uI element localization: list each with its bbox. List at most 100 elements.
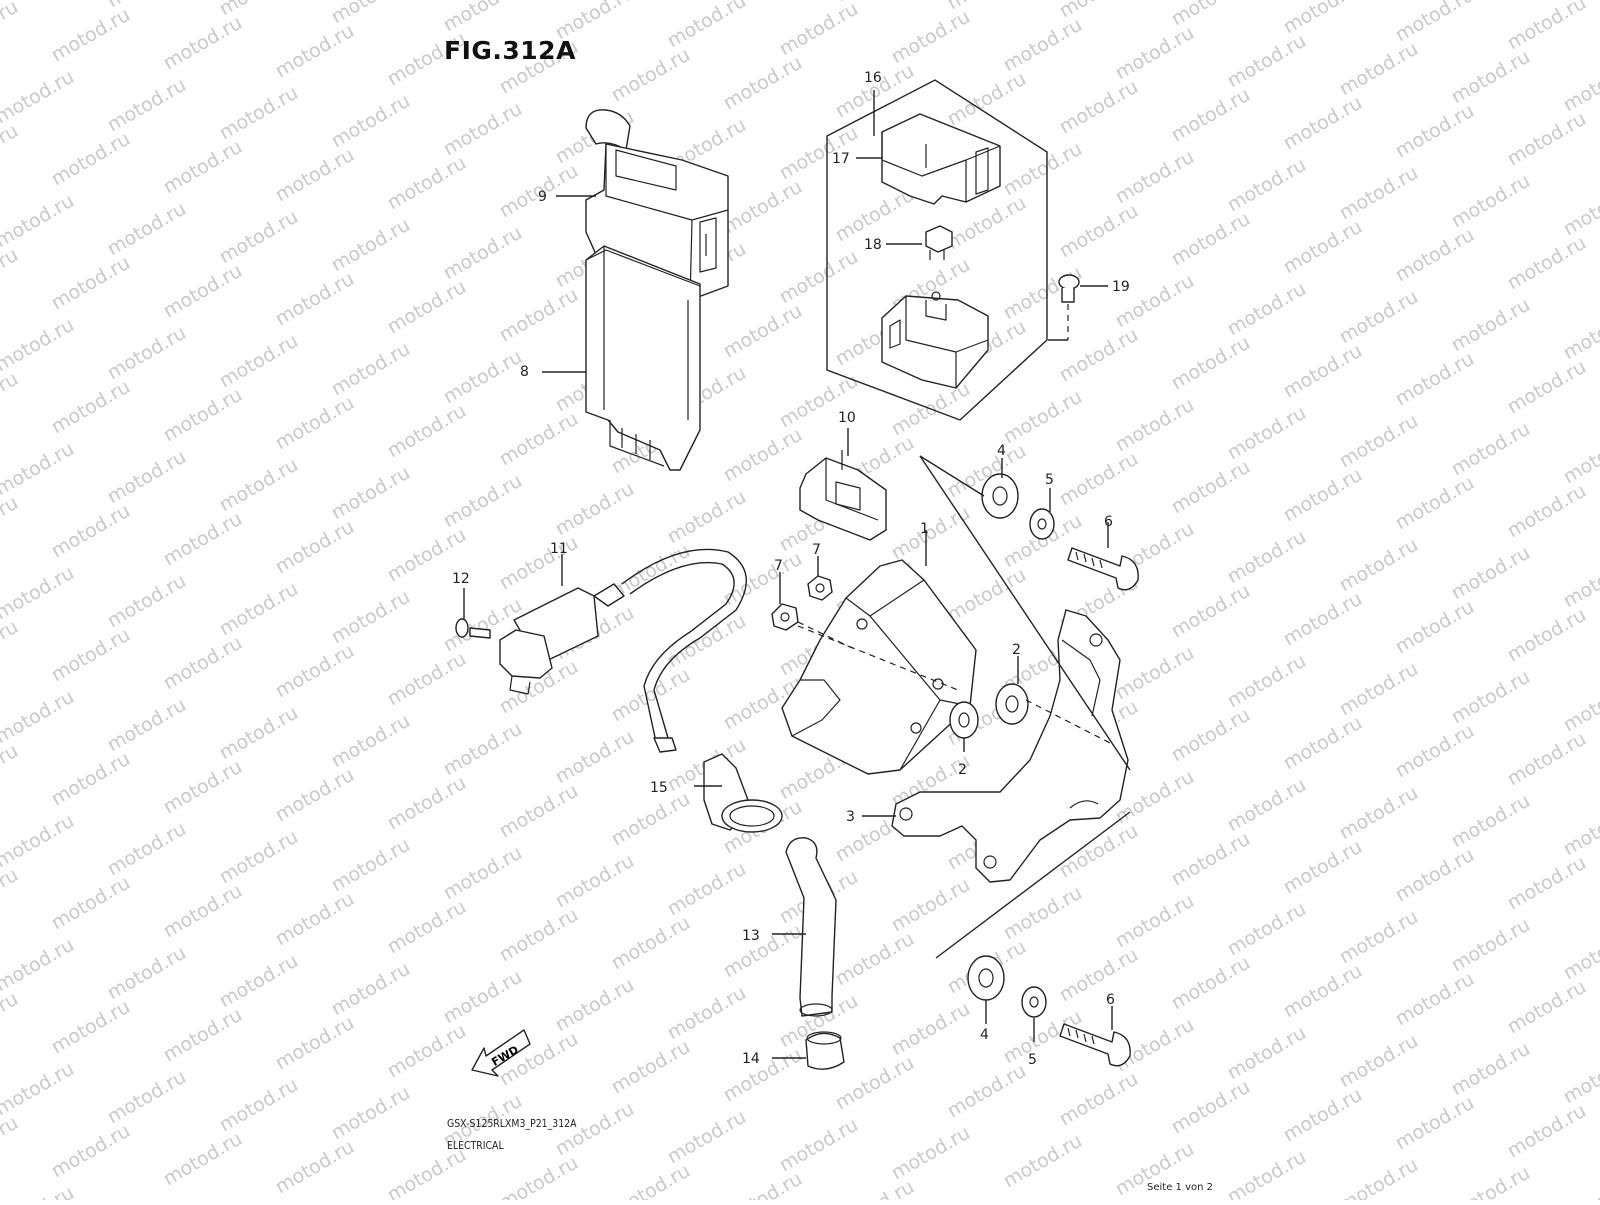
watermark-text: motod.ru bbox=[272, 764, 358, 827]
watermark-text: motod.ru bbox=[1504, 604, 1590, 667]
watermark-text: motod.ru bbox=[272, 392, 358, 455]
watermark-text: motod.ru bbox=[0, 368, 22, 431]
watermark-text: motod.ru bbox=[1392, 100, 1478, 163]
watermark-text: motod.ru bbox=[944, 68, 1030, 131]
watermark-text: motod.ru bbox=[328, 710, 414, 773]
watermark-text: motod.ru bbox=[0, 740, 22, 803]
watermark-text: motod.ru bbox=[0, 244, 22, 307]
watermark-text: motod.ru bbox=[0, 492, 22, 555]
watermark-text: motod.ru bbox=[160, 1004, 246, 1067]
watermark-text: motod.ru bbox=[1224, 898, 1310, 961]
watermark-text: motod.ru bbox=[496, 408, 582, 471]
watermark-text: motod.ru bbox=[664, 982, 750, 1045]
watermark-text: motod.ru bbox=[1336, 1154, 1422, 1200]
watermark-text: motod.ru bbox=[944, 1060, 1030, 1123]
watermark-text: motod.ru bbox=[1112, 22, 1198, 85]
watermark-text: motod.ru bbox=[1448, 170, 1534, 233]
watermark-text: motod.ru bbox=[1560, 54, 1600, 117]
watermark-text: motod.ru bbox=[1336, 534, 1422, 597]
watermark-text: motod.ru bbox=[384, 1144, 470, 1200]
watermark-text: motod.ru bbox=[552, 974, 638, 1037]
watermark-text: motod.ru bbox=[0, 1182, 78, 1200]
watermark-text: motod.ru bbox=[1112, 642, 1198, 705]
watermark-text: motod.ru bbox=[720, 52, 806, 115]
watermark-text: motod.ru bbox=[776, 1114, 862, 1177]
watermark-text: motod.ru bbox=[0, 1112, 22, 1175]
part-18-fuse bbox=[926, 226, 952, 260]
callout-6-lower: 6 bbox=[1106, 992, 1115, 1008]
watermark-text: motod.ru bbox=[1112, 890, 1198, 953]
watermark-text: motod.ru bbox=[1560, 550, 1600, 613]
watermark-text: motod.ru bbox=[832, 928, 918, 991]
watermark-text: motod.ru bbox=[48, 376, 134, 439]
watermark-text: motod.ru bbox=[160, 756, 246, 819]
watermark-text: motod.ru bbox=[1112, 394, 1198, 457]
watermark-text: motod.ru bbox=[720, 300, 806, 363]
watermark-text: motod.ru bbox=[1560, 302, 1600, 365]
callout-17: 17 bbox=[832, 151, 850, 167]
watermark-text: motod.ru bbox=[104, 446, 190, 509]
watermark-text: motod.ru bbox=[440, 966, 526, 1029]
watermark-text: motod.ru bbox=[496, 780, 582, 843]
watermark-text: motod.ru bbox=[1504, 356, 1590, 419]
watermark-text: motod.ru bbox=[1000, 1130, 1086, 1193]
page-indicator: Seite 1 von 2 bbox=[1147, 1182, 1213, 1193]
watermark-text: motod.ru bbox=[272, 268, 358, 331]
watermark-text: motod.ru bbox=[1056, 944, 1142, 1007]
watermark-text: motod.ru bbox=[1392, 0, 1478, 46]
watermark-text: motod.ru bbox=[1224, 154, 1310, 217]
watermark-text: motod.ru bbox=[608, 1036, 694, 1099]
watermark-text: motod.ru bbox=[1448, 294, 1534, 357]
watermark-text: motod.ru bbox=[0, 686, 78, 749]
watermark-text: motod.ru bbox=[664, 0, 750, 52]
watermark-text: motod.ru bbox=[720, 548, 806, 611]
watermark-text: motod.ru bbox=[440, 98, 526, 161]
watermark-text: motod.ru bbox=[1280, 1084, 1366, 1147]
watermark-text: motod.ru bbox=[272, 888, 358, 951]
callout-5-upper: 5 bbox=[1045, 472, 1054, 488]
watermark-text: motod.ru bbox=[160, 1128, 246, 1191]
watermark-text: motod.ru bbox=[1392, 224, 1478, 287]
watermark-text: motod.ru bbox=[1336, 906, 1422, 969]
watermark-text: motod.ru bbox=[1560, 1046, 1600, 1109]
watermark-text: motod.ru bbox=[328, 958, 414, 1021]
watermark-text: motod.ru bbox=[48, 872, 134, 935]
watermark-text: motod.ru bbox=[1504, 480, 1590, 543]
watermark-text: motod.ru bbox=[0, 934, 78, 997]
watermark-text: motod.ru bbox=[1560, 922, 1600, 985]
watermark-text: motod.ru bbox=[1560, 178, 1600, 241]
watermark-text: motod.ru bbox=[104, 1066, 190, 1129]
watermark-text: motod.ru bbox=[104, 322, 190, 385]
watermark-text: motod.ru bbox=[216, 330, 302, 393]
callout-19: 19 bbox=[1112, 279, 1130, 295]
watermark-text: motod.ru bbox=[440, 718, 526, 781]
watermark-text: motod.ru bbox=[1560, 1170, 1600, 1200]
watermark-text: motod.ru bbox=[0, 190, 78, 253]
watermark-text: motod.ru bbox=[160, 880, 246, 943]
watermark-text: motod.ru bbox=[832, 1176, 918, 1200]
watermark-text: motod.ru bbox=[1504, 976, 1590, 1039]
watermark-text: motod.ru bbox=[104, 198, 190, 261]
watermark-text: motod.ru bbox=[440, 346, 526, 409]
watermark-text: motod.ru bbox=[48, 128, 134, 191]
watermark-text: motod.ru bbox=[272, 144, 358, 207]
callout-12: 12 bbox=[452, 571, 470, 587]
watermark-text: motod.ru bbox=[384, 152, 470, 215]
watermark-text: motod.ru bbox=[1280, 340, 1366, 403]
watermark-text: motod.ru bbox=[1280, 216, 1366, 279]
callout-10: 10 bbox=[838, 410, 856, 426]
watermark-text: motod.ru bbox=[608, 788, 694, 851]
watermark-text: motod.ru bbox=[0, 562, 78, 625]
watermark-text: motod.ru bbox=[888, 6, 974, 69]
watermark-text: motod.ru bbox=[328, 834, 414, 897]
watermark-text: motod.ru bbox=[1280, 836, 1366, 899]
section-label: ELECTRICAL bbox=[447, 1139, 504, 1152]
callout-6-upper: 6 bbox=[1104, 514, 1113, 530]
watermark-text: motod.ru bbox=[1168, 456, 1254, 519]
callout-1: 1 bbox=[920, 521, 929, 537]
watermark-text: motod.ru bbox=[1056, 324, 1142, 387]
callout-3: 3 bbox=[846, 809, 855, 825]
callout-8: 8 bbox=[520, 364, 529, 380]
watermark-text: motod.ru bbox=[48, 500, 134, 563]
